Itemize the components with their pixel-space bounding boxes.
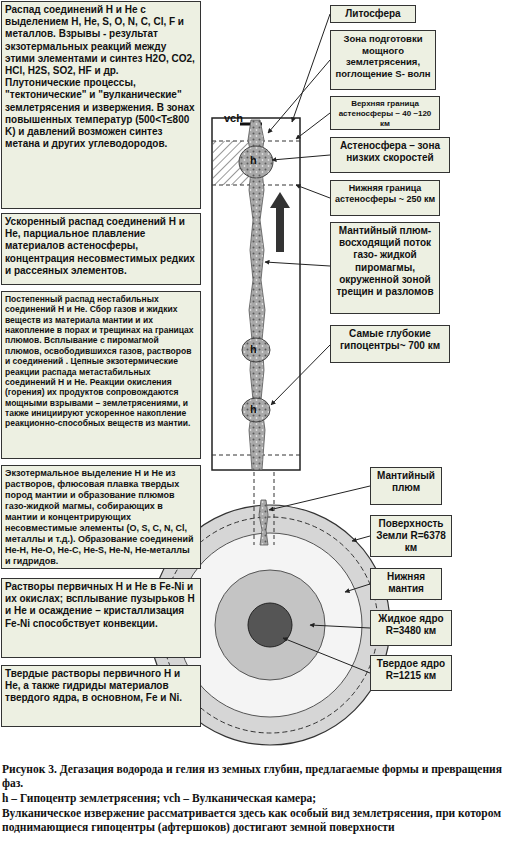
box-text: Растворы первичных H и He в Fe-Ni и их о…: [5, 581, 197, 630]
box-text: Верхняя граница астеносферы ~ 40 ~120 км: [334, 99, 436, 128]
box-text: Твердое ядро R=1215 км: [374, 658, 448, 682]
caption-note: Вулканическое извержение рассматривается…: [2, 806, 522, 834]
callout-box: Жидкое ядро R=3480 км: [370, 610, 452, 646]
box-text: Самые глубокие гипоцентры~ 700 км: [334, 328, 446, 352]
leader-line: [296, 185, 330, 198]
leader-line: [265, 262, 330, 266]
box-text: Астеносфера – зона низких скоростей: [334, 140, 446, 164]
liquid-core: [215, 570, 325, 680]
leader-line: [310, 625, 370, 628]
section-column: [212, 118, 300, 470]
box-text: Мантийный плюм: [374, 470, 438, 494]
callout-box: Самые глубокие гипоцентры~ 700 км: [330, 325, 450, 363]
box-text: Литосфера: [334, 8, 412, 20]
process-box: Растворы первичных H и He в Fe-Ni и их о…: [1, 578, 201, 658]
lower-mantle: [178, 533, 362, 717]
box-text: Жидкое ядро R=3480 км: [374, 613, 448, 637]
box-text: Твердые растворы первичного H и He, а та…: [5, 668, 197, 705]
callout-box: Мантийный плюм: [370, 467, 442, 505]
leader-line: [283, 638, 370, 673]
callout-box: Нижняя граница астеносферы ~ 250 км: [330, 180, 440, 216]
plume-guide: [254, 472, 255, 545]
process-box: Распад соединений H и He с выделением H,…: [1, 1, 201, 209]
callout-box: Астеносфера – зона низких скоростей: [330, 137, 450, 173]
leader-line: [268, 60, 330, 133]
callout-box: Верхняя граница астеносферы ~ 40 ~120 км: [330, 96, 440, 130]
upward-arrow: [270, 192, 290, 252]
box-text: Экзотермальное выделение H и He из раств…: [5, 468, 197, 567]
figure-caption: Рисунок 3. Дегазация водорода и гелия из…: [2, 762, 522, 790]
chamber-label: vch: [224, 112, 243, 124]
process-box: Экзотермальное выделение H и He из раств…: [1, 465, 201, 569]
caption-note: h – Гипоцентр землетрясения; vch – Вулка…: [2, 791, 522, 805]
process-box: Постепенный распад нестабильных соединен…: [1, 291, 201, 459]
leader-line: [296, 113, 330, 139]
process-box: Ускоренный распад соединений H и He, пар…: [1, 213, 201, 285]
hypocenter-label: h: [250, 154, 257, 166]
leader-line: [345, 584, 370, 592]
leader-line: [271, 345, 330, 405]
leader-line: [269, 486, 370, 510]
box-text: Нижняя граница астеносферы ~ 250 км: [334, 183, 436, 205]
caption-block: Рисунок 3. Дегазация водорода и гелия из…: [2, 762, 522, 835]
hypocenter-blob: [242, 398, 270, 422]
callout-box: Поверхность Земли R=6378 км: [370, 515, 452, 557]
box-text: Мантийный плюм- восходящий поток газо- ж…: [334, 225, 436, 298]
mantle-plume: [259, 500, 268, 545]
box-text: Постепенный распад нестабильных соединен…: [5, 294, 197, 429]
leader-line: [352, 536, 370, 541]
box-text: Зона подготовки мощного землетрясения, п…: [334, 33, 432, 79]
leader-line: [272, 155, 330, 160]
hypocenter-label: h: [250, 403, 257, 415]
box-text: Поверхность Земли R=6378 км: [374, 518, 448, 555]
leader-line: [292, 14, 330, 122]
callout-box: Твердое ядро R=1215 км: [370, 655, 452, 691]
hypocenter-label: h: [250, 343, 257, 355]
callout-box: Нижняя мантия: [370, 568, 442, 600]
callout-box: Мантийный плюм- восходящий поток газо- ж…: [330, 222, 440, 314]
callout-box: Зона подготовки мощного землетрясения, п…: [330, 30, 436, 90]
callout-box: Литосфера: [330, 5, 416, 23]
hypocenter-blob: [239, 146, 273, 178]
box-text: Распад соединений H и He с выделением H,…: [5, 4, 197, 150]
box-text: Ускоренный распад соединений H и He, пар…: [5, 216, 197, 277]
solid-core: [248, 603, 292, 647]
process-box: Твердые растворы первичного H и He, а та…: [1, 665, 201, 727]
box-text: Нижняя мантия: [374, 571, 438, 595]
hypocenter-blob: [242, 338, 270, 362]
